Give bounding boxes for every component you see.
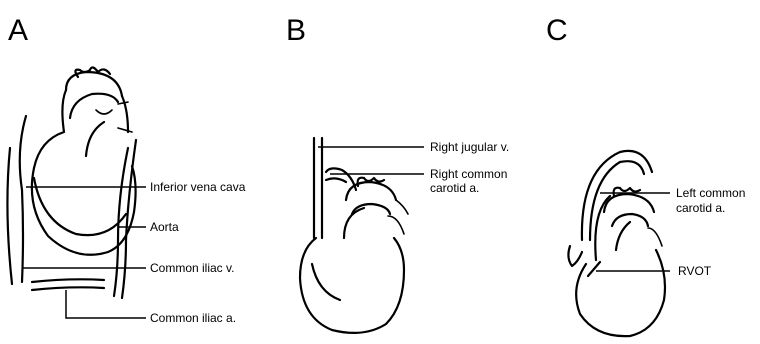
panel-c-heart-drawing bbox=[568, 151, 665, 336]
panel-a-heart-drawing bbox=[7, 67, 136, 298]
panel-b-letter: B bbox=[286, 14, 306, 47]
panel-c: C Left common carotid a. RVOT bbox=[546, 14, 745, 336]
label-left-common-carotid-line1: Left common bbox=[676, 186, 745, 200]
label-inferior-vena-cava: Inferior vena cava bbox=[150, 180, 246, 194]
label-right-common-carotid-line2: carotid a. bbox=[430, 181, 479, 195]
panel-c-letter: C bbox=[546, 14, 568, 47]
label-aorta: Aorta bbox=[150, 220, 179, 234]
label-right-jugular-v: Right jugular v. bbox=[430, 140, 509, 154]
label-common-iliac-a: Common iliac a. bbox=[150, 311, 236, 325]
label-common-iliac-v: Common iliac v. bbox=[150, 261, 234, 275]
label-rvot: RVOT bbox=[678, 264, 712, 278]
label-left-common-carotid-line2: carotid a. bbox=[676, 201, 725, 215]
panel-a: A In bbox=[7, 14, 245, 325]
panel-a-letter: A bbox=[8, 14, 28, 47]
panel-b: B Right jugular v. Right common carotid … bbox=[286, 14, 509, 333]
label-right-common-carotid-line1: Right common bbox=[430, 167, 507, 181]
panel-b-heart-drawing bbox=[300, 138, 408, 333]
